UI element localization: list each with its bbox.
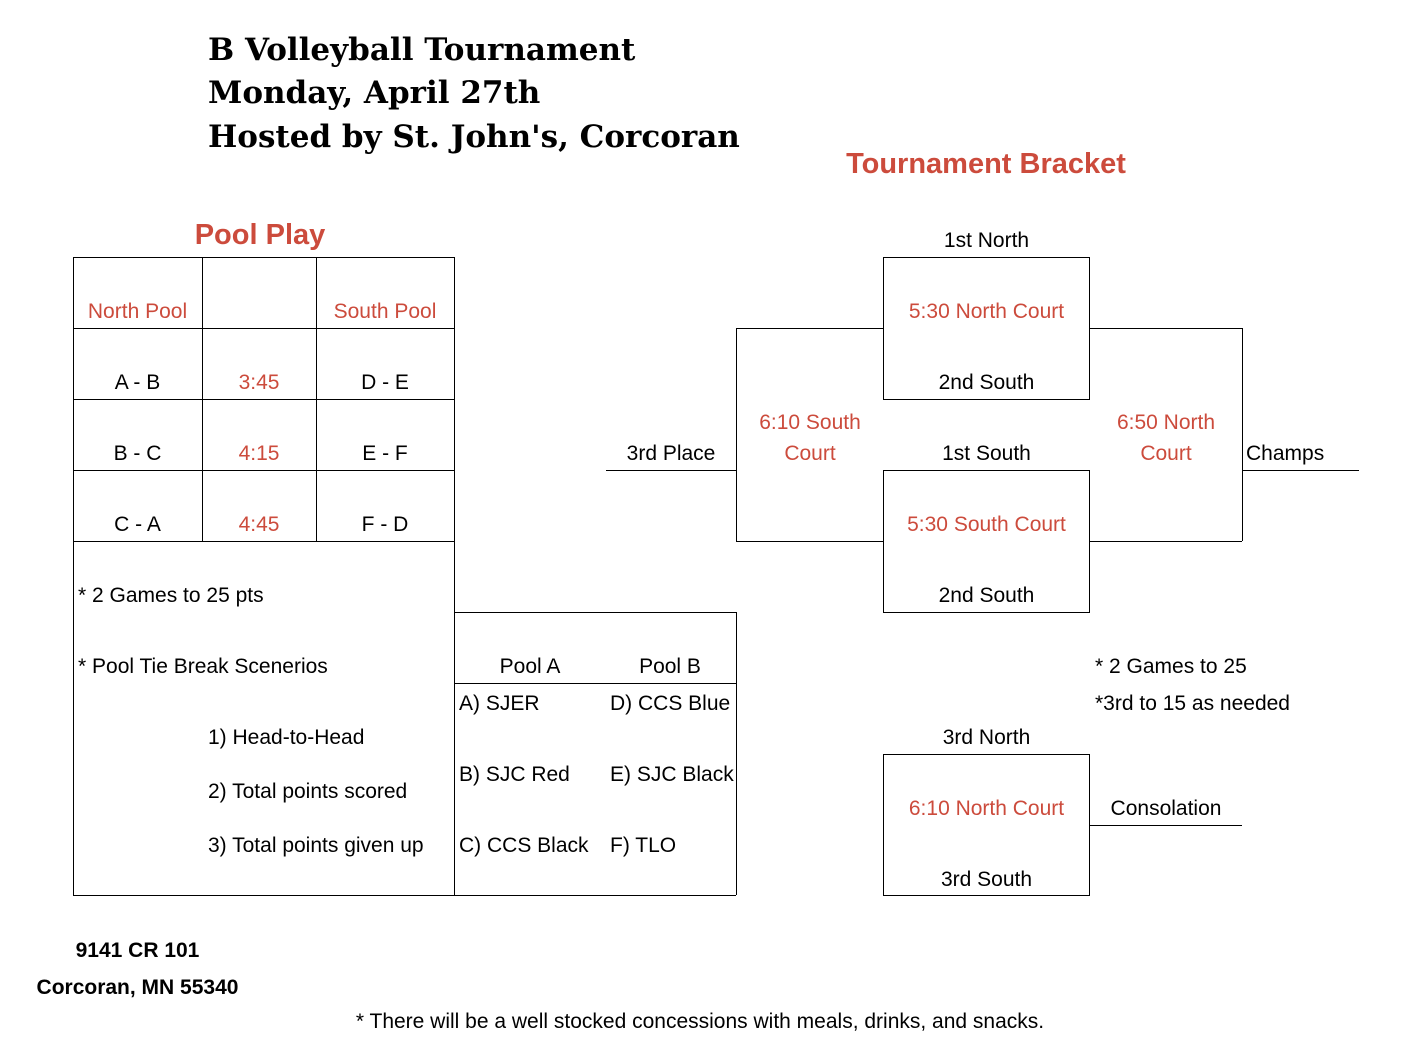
tiebreak-rule-3: 3) Total points given up — [208, 834, 424, 857]
pool-b-team-3: F) TLO — [610, 834, 677, 857]
game-650-north-line2: Court — [1140, 442, 1192, 465]
third-place-label: 3rd Place — [626, 442, 716, 465]
pool-b-team-1: D) CCS Blue — [610, 692, 731, 715]
match-south-2: E - F — [362, 442, 408, 465]
game-610-south-line2: Court — [784, 442, 836, 465]
bracket-heading: Tournament Bracket — [846, 148, 1126, 180]
seed-1st-south: 1st South — [942, 442, 1031, 465]
match-time-1: 3:45 — [238, 371, 280, 394]
game-650-north-line1: 6:50 North — [1116, 411, 1216, 434]
match-north-1: A - B — [114, 371, 161, 394]
tiebreak-rule-1: 1) Head-to-Head — [208, 726, 365, 749]
game-610-south-line1: 6:10 South — [759, 411, 861, 434]
match-south-3: F - D — [361, 513, 409, 536]
game-530-north-court: 5:30 North Court — [908, 300, 1065, 323]
seed-2nd-south-bottom: 2nd South — [938, 584, 1035, 607]
match-time-3: 4:45 — [238, 513, 280, 536]
title-line-1: B Volleyball Tournament — [208, 32, 636, 68]
consolation-label: Consolation — [1110, 797, 1222, 820]
seed-3rd-north: 3rd North — [942, 726, 1031, 749]
pool-note-tiebreak: * Pool Tie Break Scenerios — [78, 655, 328, 678]
champs-label: Champs — [1246, 442, 1325, 465]
address-line-1: 9141 CR 101 — [75, 939, 200, 962]
title-line-2: Monday, April 27th — [208, 75, 541, 111]
concessions-note: * There will be a well stocked concessio… — [355, 1010, 1045, 1033]
south-pool-header: South Pool — [333, 300, 437, 323]
bracket-note-third: *3rd to 15 as needed — [1095, 692, 1290, 715]
tiebreak-rule-2: 2) Total points scored — [208, 780, 408, 803]
match-north-2: B - C — [113, 442, 162, 465]
match-south-1: D - E — [361, 371, 409, 394]
seed-3rd-south: 3rd South — [940, 868, 1033, 891]
pool-a-team-2: B) SJC Red — [459, 763, 570, 786]
north-pool-header: North Pool — [87, 300, 188, 323]
seed-2nd-south-top: 2nd South — [938, 371, 1035, 394]
game-610-north-court: 6:10 North Court — [908, 797, 1065, 820]
bracket-note-games: * 2 Games to 25 — [1095, 655, 1247, 678]
match-time-2: 4:15 — [238, 442, 280, 465]
pool-note-games: * 2 Games to 25 pts — [78, 584, 264, 607]
pool-a-team-1: A) SJER — [459, 692, 540, 715]
match-north-3: C - A — [114, 513, 161, 536]
game-530-south-court: 5:30 South Court — [907, 513, 1066, 536]
pool-a-header: Pool A — [499, 655, 561, 678]
pool-b-team-2: E) SJC Black — [610, 763, 734, 786]
title-line-3: Hosted by St. John's, Corcoran — [208, 119, 740, 155]
address-line-2: Corcoran, MN 55340 — [36, 976, 239, 999]
pool-b-header: Pool B — [639, 655, 701, 678]
pool-play-heading: Pool Play — [194, 219, 326, 251]
pool-a-team-3: C) CCS Black — [459, 834, 589, 857]
seed-1st-north: 1st North — [943, 229, 1030, 252]
